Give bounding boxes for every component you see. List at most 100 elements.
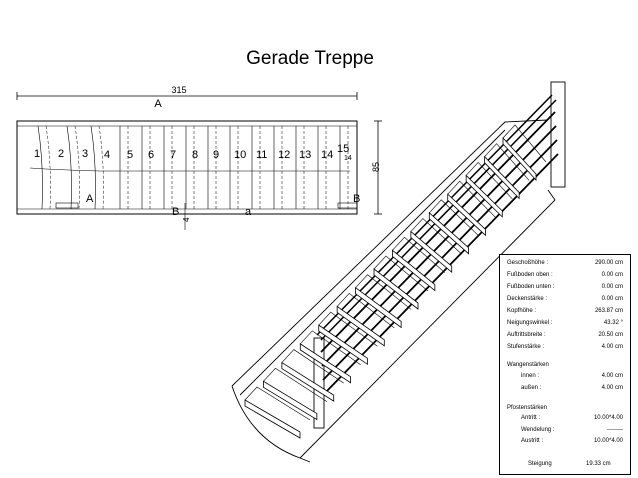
tread-3d xyxy=(410,230,453,274)
spec-value: -------- xyxy=(607,427,623,433)
label-small-a: a xyxy=(245,206,252,218)
steigung-value: 19.33 cm xyxy=(586,461,611,467)
spec-label: Austritt : xyxy=(521,438,544,444)
step-number: 5 xyxy=(127,149,133,161)
spec-value: 20.50 cm xyxy=(598,332,623,338)
label-b: B xyxy=(172,206,179,218)
tread-3d xyxy=(318,324,368,366)
spec-label: Antritt : xyxy=(521,415,541,421)
spec-label: Stufenstärke : xyxy=(507,344,545,350)
spec-value: 10.00*4.00 xyxy=(593,415,623,421)
step-number: 4 xyxy=(104,149,110,161)
label-a: A xyxy=(86,193,94,205)
plan-tread-nosing xyxy=(74,125,80,210)
perspective-view xyxy=(231,81,566,463)
spec-row: Kopfhöhe : 263.87 cm xyxy=(507,308,623,317)
spec-value: 4.00 cm xyxy=(601,344,623,350)
label-a-top: A xyxy=(154,98,162,110)
spec-label: Kopfhöhe : xyxy=(507,308,537,314)
spec-label: Neigungswinkel : xyxy=(507,320,553,326)
tread-3d xyxy=(336,305,385,347)
tread-3d xyxy=(428,211,469,255)
tread-3d xyxy=(355,286,402,329)
dimension-small-label: 4 xyxy=(182,217,191,222)
spec-value: 0.00 cm xyxy=(601,296,623,302)
tread-3d xyxy=(263,380,318,421)
spec-value: 263.87 cm xyxy=(594,308,623,314)
spec-value: 43.32 ° xyxy=(603,320,623,326)
step-number: 2 xyxy=(58,148,64,160)
tread-3d xyxy=(447,193,486,237)
spec-row: Wendelung : -------- xyxy=(507,427,623,436)
step-number: 15 xyxy=(337,143,349,155)
tread-3d-top xyxy=(429,199,479,236)
tread-3d-top xyxy=(318,311,378,347)
tread-3d-top xyxy=(447,180,496,218)
spec-row: Stufenstärke : 4.00 cm xyxy=(507,344,623,353)
spec-label: innen : xyxy=(521,373,540,379)
tread-3d-top xyxy=(244,386,311,421)
step-number: 9 xyxy=(213,149,219,161)
spec-label: Auftrittsbreite : xyxy=(507,332,546,338)
handrail xyxy=(316,94,553,336)
tread-3d-top xyxy=(281,349,344,384)
steigung-label: Steigung xyxy=(528,461,552,467)
step-number: 3 xyxy=(82,148,88,160)
step-number: 1 xyxy=(34,148,40,160)
plan-tread-nosing xyxy=(98,125,104,210)
spec-value: 0.00 cm xyxy=(601,284,623,290)
spec-label: außen : xyxy=(521,385,542,391)
stair-spec-panel: Geschoßhöhe :290.00 cm Fußboden oben :0.0… xyxy=(499,254,631,475)
step-number: 7 xyxy=(170,149,176,161)
spec-row: Antritt : 10.00*4.00 xyxy=(507,415,623,424)
step-number: 14 xyxy=(321,149,333,161)
plan-tread-line xyxy=(66,125,72,210)
tread-3d-top xyxy=(392,236,446,273)
plan-outline xyxy=(16,120,358,215)
walk-line xyxy=(29,167,350,172)
spec-label: Deckenstärke : xyxy=(507,296,548,302)
tread-3d-top xyxy=(300,330,361,365)
page-title: Gerade Treppe xyxy=(246,48,374,69)
spec-row: Fußboden unten : 0.00 cm xyxy=(507,284,623,293)
tread-3d xyxy=(484,155,520,200)
last-tread-label: 14 xyxy=(344,155,352,162)
plan-tread-line xyxy=(90,125,96,210)
spec-row: Austritt :10.00*4.00 xyxy=(507,438,623,447)
tread-3d-top xyxy=(484,143,530,181)
spec-row: Geschoßhöhe :290.00 cm xyxy=(507,260,623,269)
step-number: 10 xyxy=(234,149,246,161)
spec-row: innen : 4.00 cm xyxy=(507,373,623,382)
label-b-right: B xyxy=(353,193,360,205)
tread-3d xyxy=(244,399,301,439)
tread-3d-top xyxy=(502,124,547,163)
spec-row: Neigungswinkel : 43.32 ° xyxy=(507,320,623,329)
spec-label: Fußboden unten : xyxy=(507,284,555,290)
step-number: 8 xyxy=(192,149,198,161)
tread-3d-top xyxy=(355,274,412,310)
step-number: 12 xyxy=(278,149,290,161)
tread-3d xyxy=(281,361,335,402)
spec-value: 0.00 cm xyxy=(601,272,623,278)
pfosten-header: Pfostenstärken xyxy=(507,405,548,411)
spec-value: 290.00 cm xyxy=(594,260,623,266)
top-newel-post xyxy=(550,81,566,188)
spec-label: Wendelung : xyxy=(521,427,555,433)
tread-3d xyxy=(502,136,537,182)
tread-3d xyxy=(465,174,503,218)
tread-3d xyxy=(392,249,436,292)
tread-3d-top xyxy=(336,293,395,329)
tread-3d-top xyxy=(263,367,328,402)
spec-value: 4.00 cm xyxy=(601,373,623,379)
plan-view xyxy=(16,92,382,230)
step-number: 6 xyxy=(148,149,154,161)
spec-row: Auftrittsbreite : 20.50 cm xyxy=(507,332,623,341)
tread-3d xyxy=(373,268,419,310)
plan-tread-line xyxy=(37,125,43,210)
spec-row: Fußboden oben :0.00 cm xyxy=(507,272,623,281)
tread-3d-top xyxy=(465,161,513,200)
spec-value: 4.00 cm xyxy=(601,385,623,391)
spec-row: Deckenstärke : 0.00 cm xyxy=(507,296,623,305)
spec-row: außen : 4.00 cm xyxy=(507,385,623,394)
